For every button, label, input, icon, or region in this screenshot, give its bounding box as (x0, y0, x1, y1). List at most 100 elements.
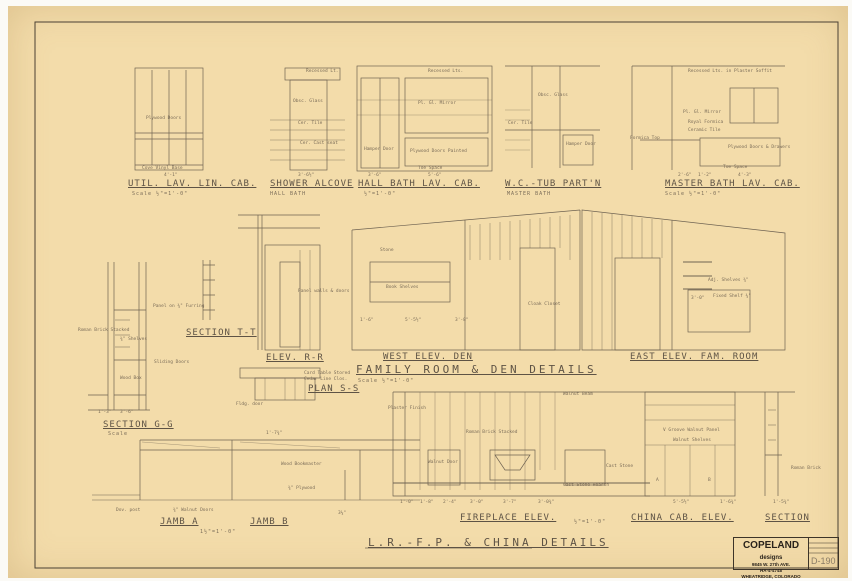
note: 5'-6" (428, 173, 442, 178)
note: Hamper Door (364, 147, 394, 152)
note: Plywood Doors Painted (410, 149, 467, 154)
section-gg-scale: Scale (108, 431, 129, 437)
note: 1'-2" (698, 173, 712, 178)
wc-tub-title: W.C.-TUB PART'N (505, 179, 602, 189)
note: 3¼" (338, 511, 347, 516)
note: Cast Stone Hearth (563, 483, 610, 488)
section-tt-title: SECTION T-T (186, 328, 257, 338)
revision-grid (809, 542, 838, 554)
note: Cast Stone (606, 464, 634, 469)
note: Cer. Tile (298, 121, 323, 126)
note: Hamper Door (566, 142, 596, 147)
note: 1'-8" (420, 500, 434, 505)
note: Cove Vinyl Base (142, 166, 183, 171)
note: Book Shelves (386, 285, 419, 290)
sheet-info: D-190 (809, 538, 838, 569)
note: Roman Brick Stacked (78, 328, 130, 333)
section-title: SECTION (765, 513, 810, 523)
note: Card Table Stored (304, 371, 351, 376)
note: B (708, 478, 711, 483)
hall-bath-scale: ½"=1'-0" (364, 191, 397, 197)
note: Obsc. Glass (538, 93, 568, 98)
note: Wood Bookmaster (281, 462, 322, 467)
note: Plaster Finish (388, 406, 426, 411)
note: 1'-3" (98, 410, 112, 415)
note: Formica Top (630, 136, 660, 141)
note: 3'-0" (691, 296, 705, 301)
note: Recessed Lts. in Plaster Soffit (688, 69, 772, 74)
note: Panel walls & doors (298, 289, 350, 294)
note: Roman Brick Stacked (466, 430, 518, 435)
east-elev-title: EAST ELEV. FAM. ROOM (630, 352, 759, 362)
jamb-a-title: JAMB A (160, 517, 199, 527)
note: ¾" Shelves (120, 337, 148, 342)
firm-name: COPELAND designs (734, 540, 808, 562)
note: Sliding Doors (154, 360, 190, 365)
note: Pl. Gl. Mirror (683, 110, 721, 115)
firm-suffix: designs (759, 555, 783, 561)
note: Plywood Doors (146, 116, 182, 121)
note: 5'-5½" (405, 318, 422, 323)
china-title: CHINA CAB. ELEV. (631, 513, 734, 523)
note: 1'-6" (360, 318, 374, 323)
note: Obsc. Glass (293, 99, 323, 104)
note: Cer. Tile (508, 121, 533, 126)
note: V Groove Walnut Panel (663, 428, 720, 433)
note: 3'-6" (368, 173, 382, 178)
util-lav-title: UTIL. LAV. LIN. CAB. (128, 179, 257, 189)
note: 1'-5¾" (773, 500, 790, 505)
note: 3'-6" (120, 410, 134, 415)
firm-city: WHEATRIDGE, COLORADO (741, 574, 801, 579)
util-lav-scale: Scale ½"=1'-0" (132, 191, 189, 197)
master-bath-title: MASTER BATH LAV. CAB. (665, 179, 800, 189)
note: Cedar Line Clos. (304, 377, 348, 382)
note: Plywood Doors & Drawers (728, 145, 791, 150)
note: Walnut Shelves (673, 438, 711, 443)
note: 4'-3" (738, 173, 752, 178)
note: ¾" Walnut Doors (173, 508, 214, 513)
note: 4'-1" (164, 173, 178, 178)
note: Recessed Lt. (306, 69, 339, 74)
sheet-title: L.R.-F.P. & CHINA DETAILS (368, 536, 609, 549)
firm-phone: HA-4-4748 (759, 568, 782, 573)
note: Walnut Door (428, 460, 458, 465)
note: Wood Box (120, 376, 142, 381)
note: Pl. Gl. Mirror (418, 101, 456, 106)
west-elev-title: WEST ELEV. DEN (383, 352, 473, 362)
note: Roman Brick (791, 466, 821, 471)
architectural-linework (34, 21, 839, 569)
note: 2'-6" (678, 173, 692, 178)
fireplace-title: FIREPLACE ELEV. (460, 513, 557, 523)
title-block: COPELAND designs 9845 W. 27th AVE. HA-4-… (733, 537, 839, 579)
note: 2'-4" (443, 500, 457, 505)
wc-tub-sub: MASTER BATH (507, 191, 552, 197)
note: Dov. post (116, 508, 141, 513)
firm-address: 9845 W. 27th AVE. (751, 562, 791, 567)
note: Stone (380, 248, 394, 253)
shower-title: SHOWER ALCOVE (270, 179, 354, 189)
note: Fixed Shelf ¾" (713, 294, 751, 299)
note: 1'-7¾" (266, 431, 283, 436)
note: Cloak Closet (528, 302, 561, 307)
note: Cer. Cast seat (300, 141, 338, 146)
note: 5'-5½" (673, 500, 690, 505)
note: 3'-0" (470, 500, 484, 505)
jambs-scale: 1½"=1'-0" (200, 529, 237, 535)
sheet-number: D-190 (811, 556, 836, 566)
note: 3'-8" (455, 318, 469, 323)
note: Toe Space (723, 165, 748, 170)
note: Adj. Shelves ¾" (708, 278, 749, 283)
note: Royal Formica (688, 120, 724, 125)
note: Recessed Lts. (428, 69, 464, 74)
note: Panel on ¾" Furring (153, 304, 205, 309)
note: Fldg. door (236, 402, 264, 407)
note: Ceramic Tile (688, 128, 721, 133)
jamb-b-title: JAMB B (250, 517, 289, 527)
note: 3'-6½" (298, 173, 315, 178)
plan-ss-title: PLAN S-S (308, 384, 360, 394)
drawing-sheet: UTIL. LAV. LIN. CAB. Scale ½"=1'-0" Plyw… (8, 6, 848, 578)
note: A (656, 478, 659, 483)
section-gg-title: SECTION G-G (103, 420, 174, 430)
note: 3'-0¾" (538, 500, 555, 505)
fireplace-scale: ½"=1'-0" (574, 519, 607, 525)
